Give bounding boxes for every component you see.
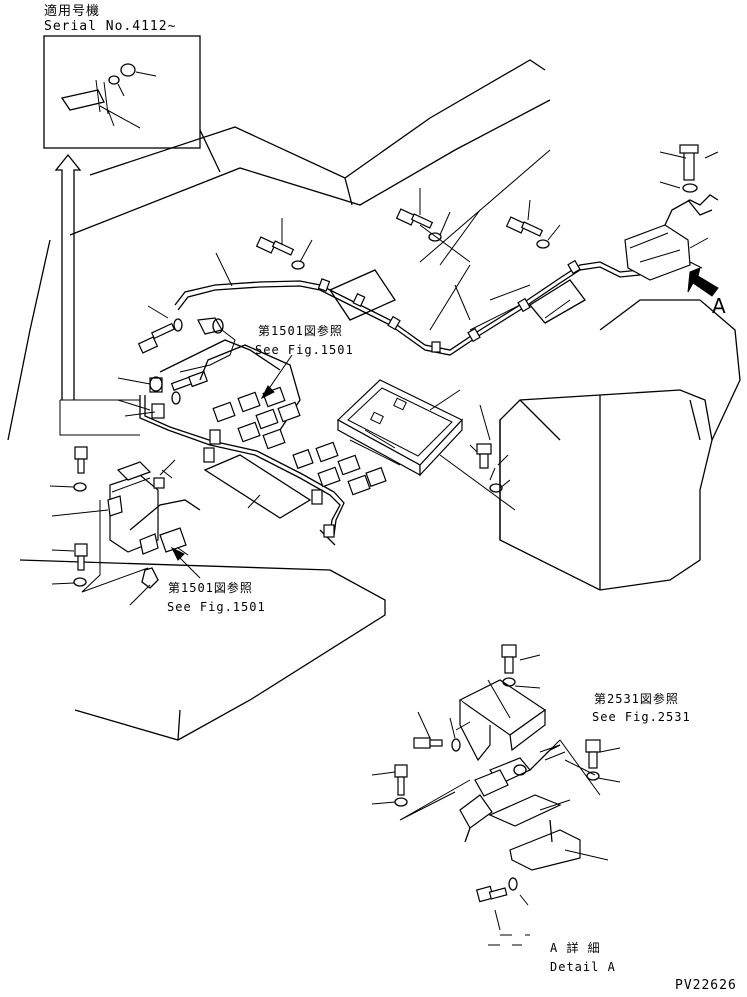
ref-2531-en: See Fig.2531 [592,710,691,724]
right-connector [624,144,719,281]
ref-arrow-1501-bottom [170,546,201,579]
detail-a-drawing [371,644,621,946]
detail-title-jp: A 詳 細 [550,941,601,955]
ref-1501-top-en: See Fig.1501 [255,343,354,357]
upper-harness [174,259,641,373]
inset-arrow [54,153,82,400]
frame-outline [7,59,551,741]
serial-inset [43,35,201,149]
ecu-bolt [476,443,511,493]
middle-leaders [59,377,516,511]
upper-leaders [147,149,719,331]
detail-title-en: Detail A [550,960,616,974]
view-arrow-a [687,267,719,297]
inset-title-jp: 適用号機 [44,4,101,19]
ref-1501-bottom-en: See Fig.1501 [167,600,266,614]
ref-2531-jp: 第2531図参照 [594,692,679,706]
inset-serial: Serial No.4112~ [44,19,177,34]
view-marker-a: A [712,294,726,318]
ref-1501-bottom-jp: 第1501図参照 [168,581,253,595]
controller-ecu [336,379,463,477]
engine-block [499,299,741,591]
drawing-number: PV22626 [675,978,737,993]
upper-bolts [137,208,550,405]
middle-harness [139,339,387,538]
ref-arrow-1501-top [260,354,293,400]
relay-group [49,446,201,606]
ref-1501-top-jp: 第1501図参照 [258,324,343,338]
